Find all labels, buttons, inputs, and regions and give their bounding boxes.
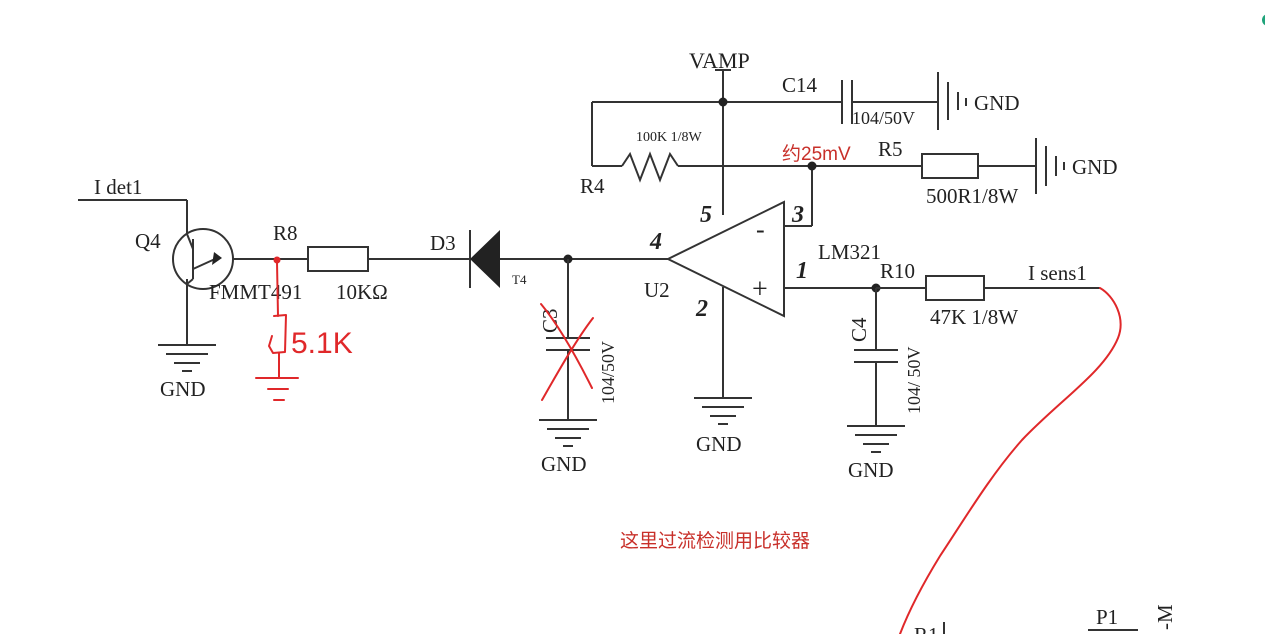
transistor-q4 (172, 228, 308, 345)
resistor-r4 (621, 151, 922, 227)
u2-label: U2 (644, 278, 670, 302)
ground-symbol-r5 (1035, 138, 1065, 194)
partial-m-label: -M (1153, 604, 1177, 630)
t4-label: T4 (512, 272, 527, 287)
q4-part: FMMT491 (209, 280, 302, 304)
voltage-annotation: 约25mV (782, 143, 851, 165)
ground-symbol-c14 (937, 72, 967, 130)
gnd-label-c3: GND (541, 452, 587, 476)
capacitor-c4 (854, 283, 898, 426)
ground-symbol-c4 (847, 425, 905, 453)
c3-value: 104/50V (598, 341, 618, 404)
r10-label: R10 (880, 259, 915, 283)
idet-wire (78, 199, 188, 234)
p1-label: P1 (1096, 605, 1118, 629)
gnd-label-q4: GND (160, 377, 206, 401)
lm321-label: LM321 (818, 240, 881, 264)
gnd-label-c14: GND (974, 91, 1020, 115)
d3-label: D3 (430, 231, 456, 255)
pin-3: 3 (791, 202, 804, 228)
r4-label: R4 (580, 174, 605, 198)
edge-dot (1262, 14, 1265, 26)
vamp-label: VAMP (689, 48, 750, 73)
r8-label: R8 (273, 221, 298, 245)
ground-symbol-q4 (158, 344, 216, 372)
pin-1: 1 (796, 258, 808, 284)
ground-symbol-u2 (694, 397, 752, 425)
junction-dot (807, 161, 817, 171)
junction-dot (718, 97, 728, 107)
gnd-label-r5: GND (1072, 155, 1118, 179)
resistor-r5 (921, 153, 1036, 179)
r8-value: 10KΩ (336, 280, 388, 304)
idet-label: I det1 (94, 175, 142, 199)
handdrawn-resistor-value: 5.1K (291, 327, 353, 360)
handdrawn-resistor-annotation (255, 256, 299, 401)
r4-value: 100K 1/8W (636, 130, 703, 145)
c4-value: 104/ 50V (904, 346, 924, 414)
c14-value: 104/50V (852, 108, 915, 128)
diode-d3 (469, 230, 668, 288)
partial-r-label: R1 (914, 623, 939, 634)
opamp-plus: + (752, 274, 768, 305)
gnd-label-c4: GND (848, 458, 894, 482)
q4-label: Q4 (135, 229, 161, 253)
resistor-r10 (876, 275, 1100, 301)
capacitor-c3 (546, 259, 590, 420)
resistor-r8 (307, 246, 470, 272)
pin-4: 4 (649, 229, 662, 255)
comparator-note: 这里过流检测用比较器 (620, 530, 810, 552)
r5-value: 500R1/8W (926, 184, 1018, 208)
opamp-u2 (665, 200, 876, 398)
handdrawn-trace (899, 287, 1122, 634)
r5-label: R5 (878, 137, 903, 161)
vamp-rail (591, 69, 842, 215)
pin-2: 2 (695, 296, 708, 322)
isens-label: I sens1 (1028, 261, 1087, 285)
crossout-mark (540, 303, 594, 401)
c4-label: C4 (847, 317, 871, 342)
opamp-minus: - (756, 215, 765, 244)
r10-value: 47K 1/8W (930, 305, 1018, 329)
c14-label: C14 (782, 73, 818, 97)
capacitor-c14 (841, 80, 938, 124)
ground-symbol-c3 (539, 419, 597, 447)
gnd-label-u2: GND (696, 432, 742, 456)
pin-5: 5 (700, 202, 712, 228)
